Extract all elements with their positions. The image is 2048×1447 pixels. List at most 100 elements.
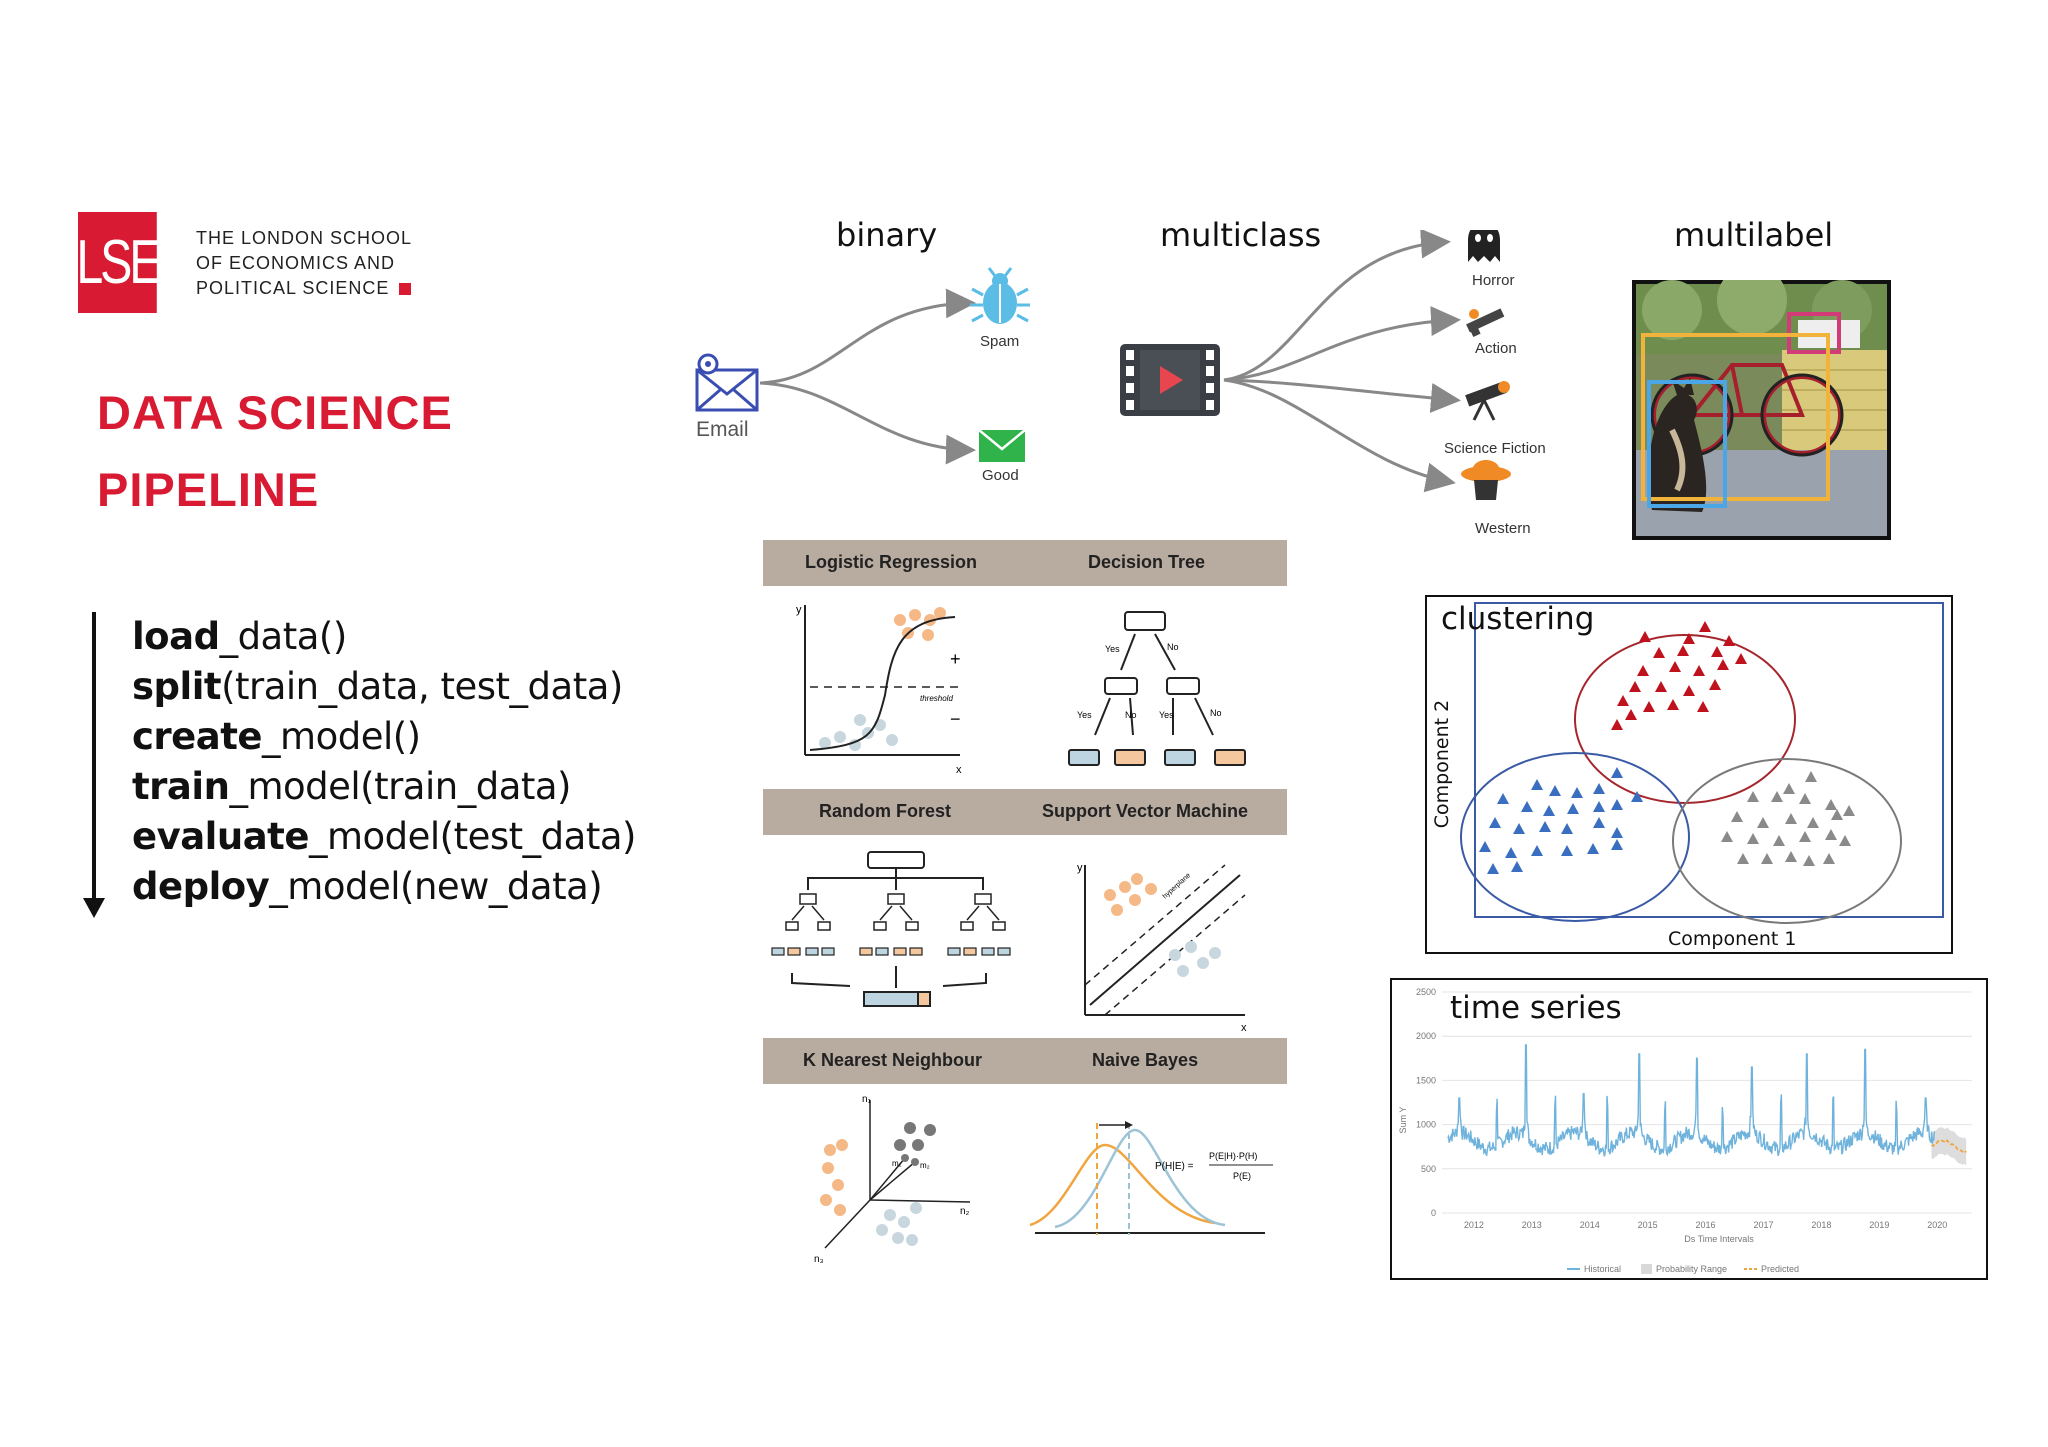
ts-x-tick: 2016 — [1696, 1220, 1716, 1230]
panel-header-2: Random Forest Support Vector Machine — [763, 789, 1287, 835]
gray-cluster-ellipse — [1672, 758, 1902, 924]
red-cluster-point — [1683, 685, 1695, 696]
multilabel-photo — [1632, 280, 1891, 540]
step-rest: _model(train_data) — [229, 765, 571, 808]
step-keyword: split — [132, 665, 222, 708]
lr-threshold-label: threshold — [920, 694, 953, 703]
blue-cluster-point — [1487, 863, 1499, 874]
multiclass-arrows — [1223, 230, 1461, 493]
spam-label: Spam — [980, 333, 1020, 350]
step-train: train_model(train_data) — [132, 762, 636, 812]
pipeline-arrow-head — [83, 898, 105, 918]
step-create: create_model() — [132, 712, 636, 762]
legend-probability-range: Probability Range — [1656, 1264, 1727, 1274]
blue-cluster-point — [1489, 817, 1501, 828]
blue-cluster-point — [1511, 861, 1523, 872]
ts-y-tick: 1500 — [1416, 1075, 1436, 1085]
gray-cluster-point — [1747, 791, 1759, 802]
step-keyword: create — [132, 715, 263, 758]
gray-cluster-point — [1807, 817, 1819, 828]
gray-cluster-point — [1757, 817, 1769, 828]
gray-cluster-point — [1839, 835, 1851, 846]
ts-x-tick: 2014 — [1580, 1220, 1600, 1230]
step-split: split(train_data, test_data) — [132, 662, 636, 712]
bug-icon — [970, 267, 1030, 324]
red-cluster-point — [1629, 681, 1641, 692]
blue-cluster-point — [1593, 801, 1605, 812]
red-cluster-point — [1643, 701, 1655, 712]
red-cluster-point — [1667, 699, 1679, 710]
red-cluster-point — [1625, 709, 1637, 720]
ts-x-tick: 2018 — [1811, 1220, 1831, 1230]
red-cluster-point — [1735, 653, 1747, 664]
lr-y-label: y — [796, 604, 802, 616]
clustering-y-label: Component 2 — [1431, 699, 1453, 829]
label-svm: Support Vector Machine — [1042, 801, 1249, 821]
step-keyword: deploy — [132, 865, 270, 908]
blue-cluster-point — [1479, 841, 1491, 852]
pipeline-arrow-shaft — [92, 612, 96, 900]
red-cluster-point — [1639, 631, 1651, 642]
blue-cluster-point — [1567, 803, 1579, 814]
gray-cluster-point — [1831, 809, 1843, 820]
nb-numerator-label: P(E|H)·P(H) — [1209, 1151, 1257, 1161]
scifi-label: Science Fiction — [1444, 440, 1546, 457]
gray-cluster-point — [1823, 853, 1835, 864]
ts-x-tick: 2017 — [1753, 1220, 1773, 1230]
red-cluster-point — [1655, 681, 1667, 692]
red-cluster-point — [1699, 621, 1711, 632]
lr-x-label: x — [956, 764, 962, 776]
panel-header-1: Logistic Regression Decision Tree — [763, 540, 1287, 586]
classification-diagram — [695, 230, 1511, 500]
step-rest: (train_data, test_data) — [221, 665, 623, 708]
blue-cluster-point — [1611, 839, 1623, 850]
step-rest: _model(test_data) — [308, 815, 636, 858]
label-naive-bayes: Naive Bayes — [1092, 1050, 1199, 1070]
binary-arrows — [759, 288, 976, 465]
red-cluster-point — [1669, 661, 1681, 672]
action-label: Action — [1475, 340, 1517, 357]
lse-logo-name: THE LONDON SCHOOL OF ECONOMICS AND POLIT… — [196, 226, 412, 301]
title-line-1: DATA SCIENCE — [97, 386, 453, 439]
knn-sketch: n₁ n₂ n₃ m₁ m₂ — [814, 1094, 971, 1265]
step-rest: _model(new_data) — [269, 865, 603, 908]
lr-minus-label: − — [950, 709, 961, 729]
ghost-icon — [1468, 230, 1500, 262]
lr-plus-label: + — [950, 649, 961, 669]
gray-cluster-point — [1785, 851, 1797, 862]
ts-x-tick: 2015 — [1638, 1220, 1658, 1230]
binary-title: binary — [836, 216, 938, 254]
label-random-forest: Random Forest — [819, 801, 952, 821]
legend-historical: Historical — [1584, 1264, 1621, 1274]
video-film-icon — [1120, 344, 1220, 416]
ts-x-tick: 2012 — [1464, 1220, 1484, 1230]
random-forest-sketch — [771, 851, 1011, 1007]
gray-cluster-point — [1825, 829, 1837, 840]
blue-cluster-point — [1611, 767, 1623, 778]
label-logistic-regression: Logistic Regression — [805, 552, 978, 572]
blue-cluster-point — [1593, 817, 1605, 828]
lse-logo-mark: LSE — [76, 212, 162, 313]
logo-line-3: POLITICAL SCIENCE — [196, 276, 412, 301]
logo-line-2: OF ECONOMICS AND — [196, 253, 396, 273]
svm-y-label: y — [1077, 862, 1083, 874]
clustering-x-label: Component 1 — [1668, 928, 1797, 950]
gray-cluster-point — [1731, 811, 1743, 822]
blue-cluster-point — [1571, 787, 1583, 798]
red-cluster-point — [1693, 665, 1705, 676]
logo-line-3-text: POLITICAL SCIENCE — [196, 278, 390, 298]
multilabel-title: multilabel — [1674, 216, 1834, 254]
logo-line-1: THE LONDON SCHOOL — [196, 228, 413, 248]
timeseries-title: time series — [1450, 990, 1622, 1026]
ts-y-tick: 500 — [1421, 1164, 1436, 1174]
gray-cluster-point — [1799, 793, 1811, 804]
step-load: load_data() — [132, 612, 636, 662]
ts-x-tick: 2013 — [1522, 1220, 1542, 1230]
step-keyword: train — [132, 765, 230, 808]
email-icon — [695, 353, 759, 412]
gray-cluster-point — [1773, 835, 1785, 846]
blue-cluster-point — [1521, 801, 1533, 812]
blue-cluster-point — [1505, 847, 1517, 858]
red-cluster-point — [1677, 645, 1689, 656]
step-keyword: load — [132, 615, 220, 658]
